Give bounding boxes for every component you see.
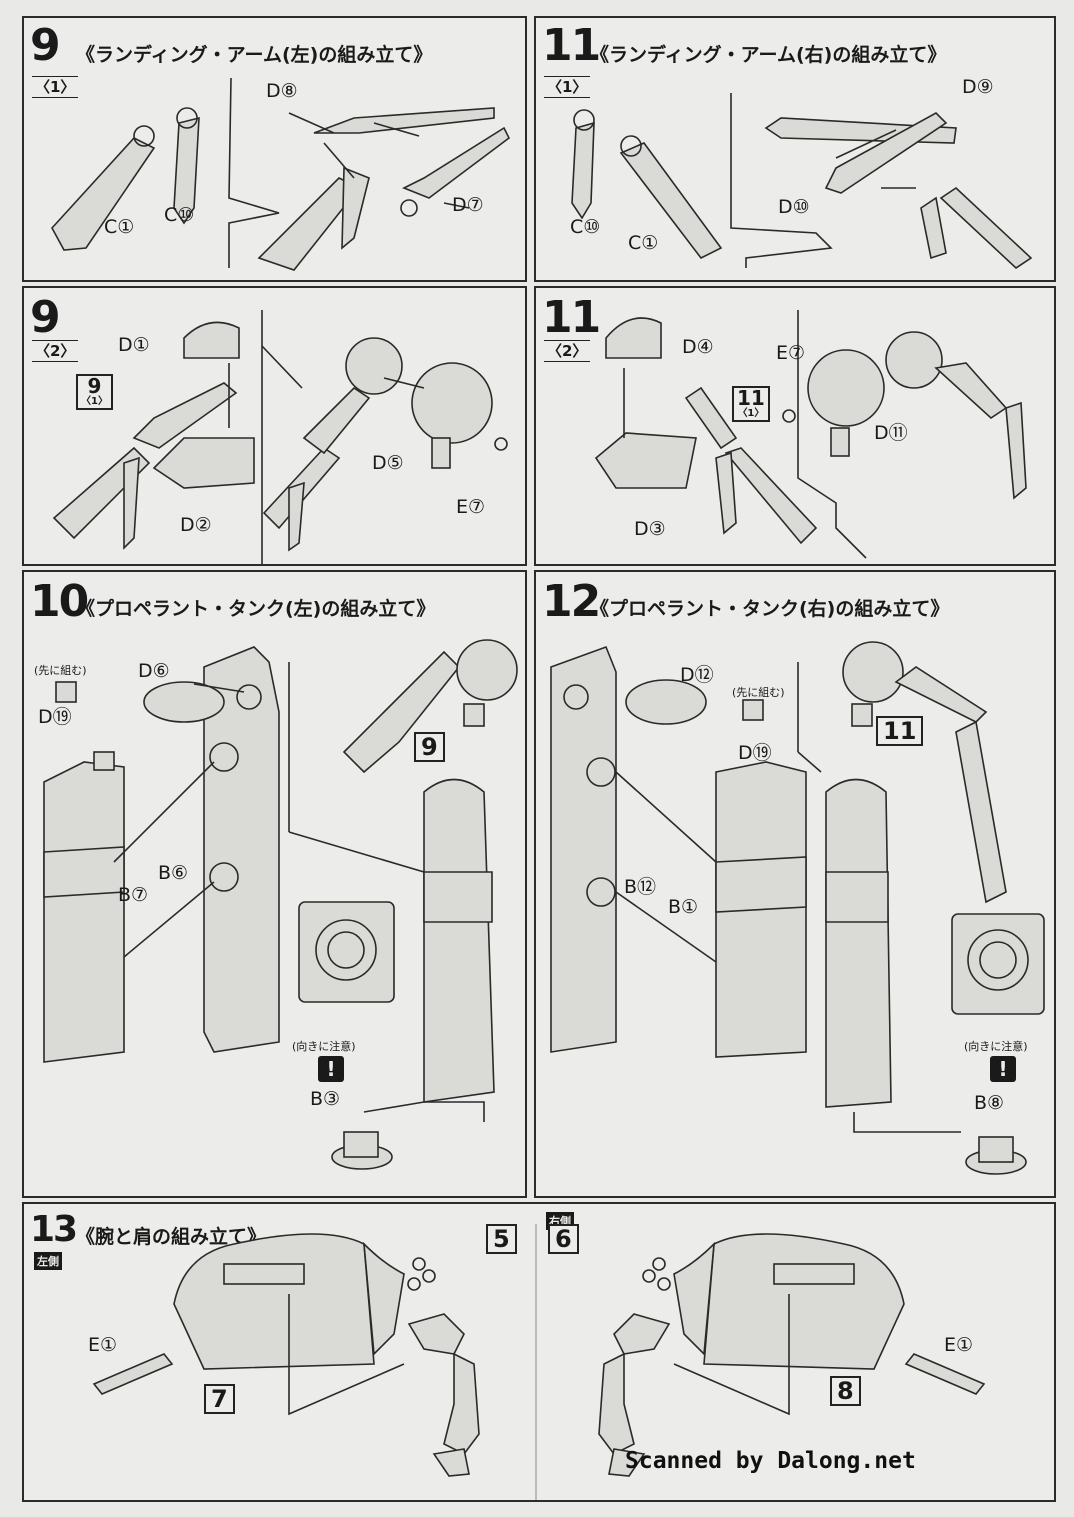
panel-step-13: 13 《腕と肩の組み立て》 左側 右側 7 5 6 8 <box>22 1202 1056 1502</box>
panel-step-9-1: 9 《ランディング・アーム(左)の組み立て》 〈1〉 D⑧ C① C⑩ D⑦ <box>22 16 527 282</box>
reference-box: 11 <box>876 716 924 746</box>
step-title: 《ランディング・アーム(左)の組み立て》 <box>76 44 433 66</box>
part-label: B⑧ <box>974 1092 1005 1114</box>
part-label: D⑥ <box>138 660 170 682</box>
scan-credit: Scanned by Dalong.net <box>625 1448 916 1474</box>
step-number: 12 <box>542 576 601 627</box>
panel-step-11-1: 11 《ランディング・アーム(右)の組み立て》 〈1〉 D⑨ C⑩ C① D⑩ <box>534 16 1056 282</box>
reference-box: 6 <box>548 1224 579 1254</box>
caution-icon: ! <box>318 1056 344 1082</box>
panel-step-10: 10 《プロペラント・タンク(左)の組み立て》 (先に組む) 9 (向きに注意)… <box>22 570 527 1198</box>
assemble-first-note: (先に組む) <box>34 664 87 677</box>
reference-box: 9 <box>414 732 445 762</box>
reference-step: 11 <box>737 386 765 410</box>
left-side-tag: 左側 <box>34 1252 62 1270</box>
sub-step: 〈2〉 <box>544 340 591 362</box>
landing-arm-left-joint-art <box>52 310 508 564</box>
sub-step: 〈1〉 <box>544 76 591 98</box>
part-label: E① <box>88 1334 118 1356</box>
step-number: 9 <box>30 20 61 71</box>
part-label: C① <box>104 216 135 238</box>
landing-arm-right-joint-art <box>594 310 1027 559</box>
panel-step-12: 12 《プロペラント・タンク(右)の組み立て》 (先に組む) 11 (向きに注意… <box>534 570 1056 1198</box>
part-label: D⑲ <box>738 742 772 764</box>
sub-step: 〈1〉 <box>32 76 79 98</box>
propellant-tank-left-art <box>43 639 518 1170</box>
reference-box: 9 〈1〉 <box>76 374 113 410</box>
step-title: 《プロペラント・タンク(右)の組み立て》 <box>590 598 950 620</box>
reference-box: 7 <box>204 1384 235 1414</box>
step-title: 《腕と肩の組み立て》 <box>76 1226 267 1248</box>
part-label: C① <box>628 232 659 254</box>
part-label: D⑫ <box>680 664 714 686</box>
part-label: D⑧ <box>266 80 298 102</box>
step-number: 10 <box>30 576 89 627</box>
part-label: B⑫ <box>624 876 657 898</box>
reference-box: 8 <box>830 1376 861 1406</box>
step-number: 11 <box>542 20 601 71</box>
caution-icon: ! <box>990 1056 1016 1082</box>
part-label: D① <box>118 334 150 356</box>
part-label: D② <box>180 514 212 536</box>
reference-box: 11 〈1〉 <box>732 386 770 422</box>
arm-shoulder-art <box>92 1224 986 1500</box>
part-label: D⑨ <box>962 76 994 98</box>
part-label: C⑩ <box>164 204 195 226</box>
panel-step-11-2: 11 〈2〉 11 〈1〉 D④ D③ E⑦ D⑪ <box>534 286 1056 566</box>
assemble-first-note: (先に組む) <box>732 686 785 699</box>
part-label: B⑦ <box>118 884 149 906</box>
part-label: E① <box>944 1334 974 1356</box>
panel-step-9-2: 9 〈2〉 9 〈1〉 D① D② D⑤ E⑦ <box>22 286 527 566</box>
landing-arm-right-parts-art <box>571 93 1033 270</box>
part-label: E⑦ <box>776 342 806 364</box>
reference-step: 9 <box>87 374 102 398</box>
propellant-tank-right-art <box>550 641 1045 1175</box>
part-label: E⑦ <box>456 496 486 518</box>
step-number: 13 <box>30 1209 78 1250</box>
reference-sub: 〈1〉 <box>737 408 765 419</box>
part-label: C⑩ <box>570 216 601 238</box>
instruction-sheet: 9 《ランディング・アーム(左)の組み立て》 〈1〉 D⑧ C① C⑩ D⑦ 1… <box>22 16 1056 1502</box>
landing-arm-left-parts-art <box>51 77 511 271</box>
part-label: B① <box>668 896 699 918</box>
step-number: 9 <box>30 292 61 343</box>
reference-box: 5 <box>486 1224 517 1254</box>
part-label: D⑪ <box>874 422 908 444</box>
sub-step: 〈2〉 <box>32 340 79 362</box>
orientation-note: (向きに注意) <box>964 1040 1028 1053</box>
orientation-note: (向きに注意) <box>292 1040 356 1053</box>
part-label: B③ <box>310 1088 341 1110</box>
part-label: D⑩ <box>778 196 810 218</box>
part-label: D⑲ <box>38 706 72 728</box>
step-number: 11 <box>542 292 601 343</box>
part-label: D③ <box>634 518 666 540</box>
part-label: D⑦ <box>452 194 484 216</box>
part-label: D④ <box>682 336 714 358</box>
reference-sub: 〈1〉 <box>81 396 108 407</box>
step-title: 《ランディング・アーム(右)の組み立て》 <box>590 44 947 66</box>
part-label: B⑥ <box>158 862 189 884</box>
step-title: 《プロペラント・タンク(左)の組み立て》 <box>76 598 436 620</box>
part-label: D⑤ <box>372 452 404 474</box>
